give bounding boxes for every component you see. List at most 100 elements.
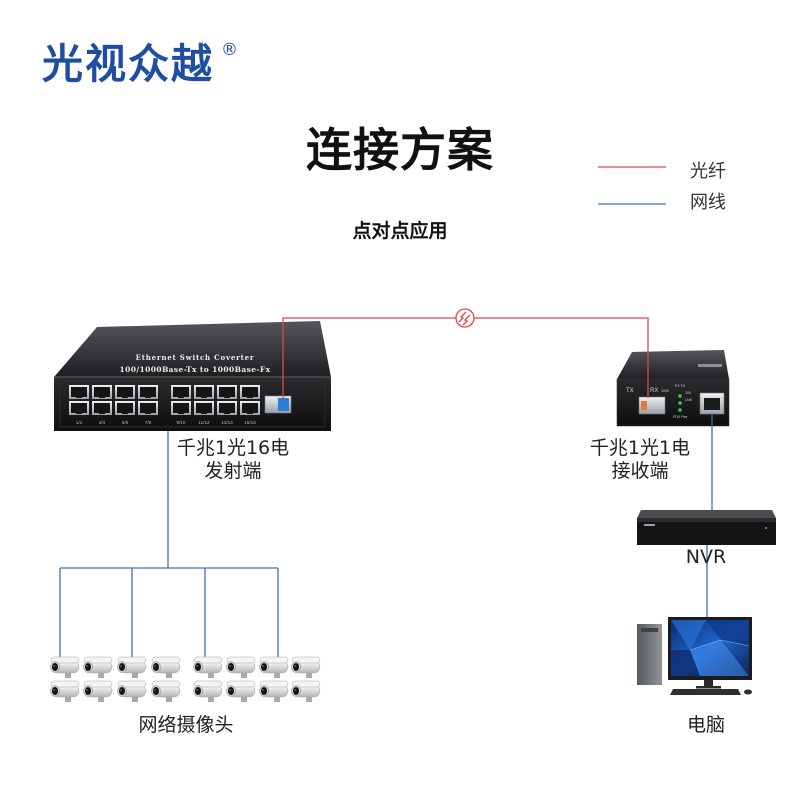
camera-lens — [228, 687, 234, 695]
converter-rx-label: RX — [650, 388, 658, 394]
rj45-port-socket — [219, 403, 235, 413]
status-led — [678, 401, 682, 405]
camera-mount — [65, 695, 71, 702]
camera-mount — [274, 695, 280, 702]
wallpaper-facet — [706, 620, 749, 646]
monitor-stand-base — [696, 686, 721, 689]
rj45-port-socket — [117, 387, 133, 397]
camera-lens — [195, 687, 201, 695]
converter-sfp-latch — [641, 401, 647, 410]
bullet-camera — [83, 680, 113, 702]
rj45-port-notch — [145, 396, 151, 398]
lightning-icon — [462, 314, 471, 326]
camera-lens — [228, 663, 234, 671]
converter-sfp-port — [638, 396, 666, 415]
rj45-port-socket — [140, 387, 156, 397]
camera-array — [50, 656, 321, 702]
port-label: 5/6 — [122, 420, 129, 425]
converter-top-sticker — [698, 364, 722, 367]
rj45-port — [194, 385, 214, 399]
wallpaper-line — [689, 639, 750, 651]
converter-fx-tx-label: FX TX — [675, 384, 686, 388]
port-label: 15/16 — [244, 420, 256, 425]
receiver-caption-line2: 接收端 — [611, 460, 668, 482]
camera-lens — [52, 687, 58, 695]
bullet-camera — [50, 680, 80, 702]
camera-sunshade — [291, 656, 321, 664]
bullet-camera — [193, 680, 223, 702]
rj45-port-socket — [173, 403, 189, 413]
switch-sfp-port — [264, 395, 292, 414]
camera-lens — [119, 663, 125, 671]
camera-sunshade — [50, 680, 80, 688]
computer — [637, 617, 752, 695]
network-cables — [59, 414, 713, 664]
camera-sunshade — [226, 656, 256, 664]
nvr-top-face — [637, 510, 776, 518]
camera-mount — [306, 695, 312, 702]
nvr-front-bezel — [637, 518, 776, 522]
bullet-camera — [226, 680, 256, 702]
camera-mount — [166, 695, 172, 702]
camera-mount — [274, 671, 280, 678]
rj45-port-socket — [704, 398, 720, 410]
wallpaper-facet — [690, 640, 749, 676]
rj45-port — [92, 385, 112, 399]
converter-1000-label: 1000 — [661, 389, 669, 393]
rj45-port-notch — [178, 412, 184, 414]
camera-sunshade — [83, 656, 113, 664]
camera-sunshade — [83, 680, 113, 688]
transmitter-switch: Ethernet Switch Coverter 100/1000Base-Tx… — [54, 321, 331, 431]
switch-port-block — [69, 385, 260, 415]
camera-sunshade — [226, 680, 256, 688]
camera-lens-glint — [262, 689, 264, 691]
rj45-port-notch — [224, 412, 230, 414]
port-label: 7/8 — [145, 420, 152, 425]
fiber-cable — [282, 317, 649, 398]
rj45-port-notch — [145, 412, 151, 414]
nvr-status-led — [765, 527, 767, 529]
rj45-port — [138, 401, 158, 415]
converter-lnk-label: LNK — [685, 398, 693, 402]
bullet-camera — [291, 680, 321, 702]
rj45-port — [115, 401, 135, 415]
fiber-signal-icon — [455, 308, 475, 328]
switch-port-labels: 1/2 3/4 5/6 7/8 9/10 11/12 13/14 15/16 — [76, 420, 256, 425]
camera-lens — [52, 663, 58, 671]
rj45-port-socket — [196, 387, 212, 397]
receiver-converter: TX RX 1000 FX TX 100 LNK FDX Pwr — [616, 350, 730, 427]
camera-sunshade — [50, 656, 80, 664]
rj45-port-notch — [99, 412, 105, 414]
camera-sunshade — [259, 680, 289, 688]
camera-mount — [98, 695, 104, 702]
rj45-port — [240, 401, 260, 415]
rj45-port — [115, 385, 135, 399]
bullet-camera — [291, 656, 321, 678]
rj45-port-notch — [201, 396, 207, 398]
nvr-label: NVR — [686, 546, 726, 568]
bullet-camera — [151, 680, 181, 702]
bullet-camera — [151, 656, 181, 678]
legend-cable-label: 网线 — [690, 192, 726, 213]
camera-mount — [208, 695, 214, 702]
camera-mount — [166, 671, 172, 678]
page-subtitle: 点对点应用 — [352, 219, 447, 242]
rj45-port-socket — [71, 403, 87, 413]
rj45-port — [69, 401, 89, 415]
camera-lens — [153, 687, 159, 695]
transmitter-caption-line2: 发射端 — [204, 460, 261, 482]
rj45-port-socket — [196, 403, 212, 413]
rj45-port-socket — [94, 403, 110, 413]
nvr-front-face — [637, 518, 776, 545]
legend: 光纤 网线 — [598, 161, 726, 213]
camera-sunshade — [151, 656, 181, 664]
camera-sunshade — [193, 680, 223, 688]
camera-lens-glint — [294, 689, 296, 691]
camera-lens — [85, 663, 91, 671]
bullet-camera — [117, 656, 147, 678]
camera-mount — [208, 671, 214, 678]
rj45-port-socket — [94, 387, 110, 397]
keyboard — [670, 689, 741, 695]
bullet-camera — [193, 656, 223, 678]
